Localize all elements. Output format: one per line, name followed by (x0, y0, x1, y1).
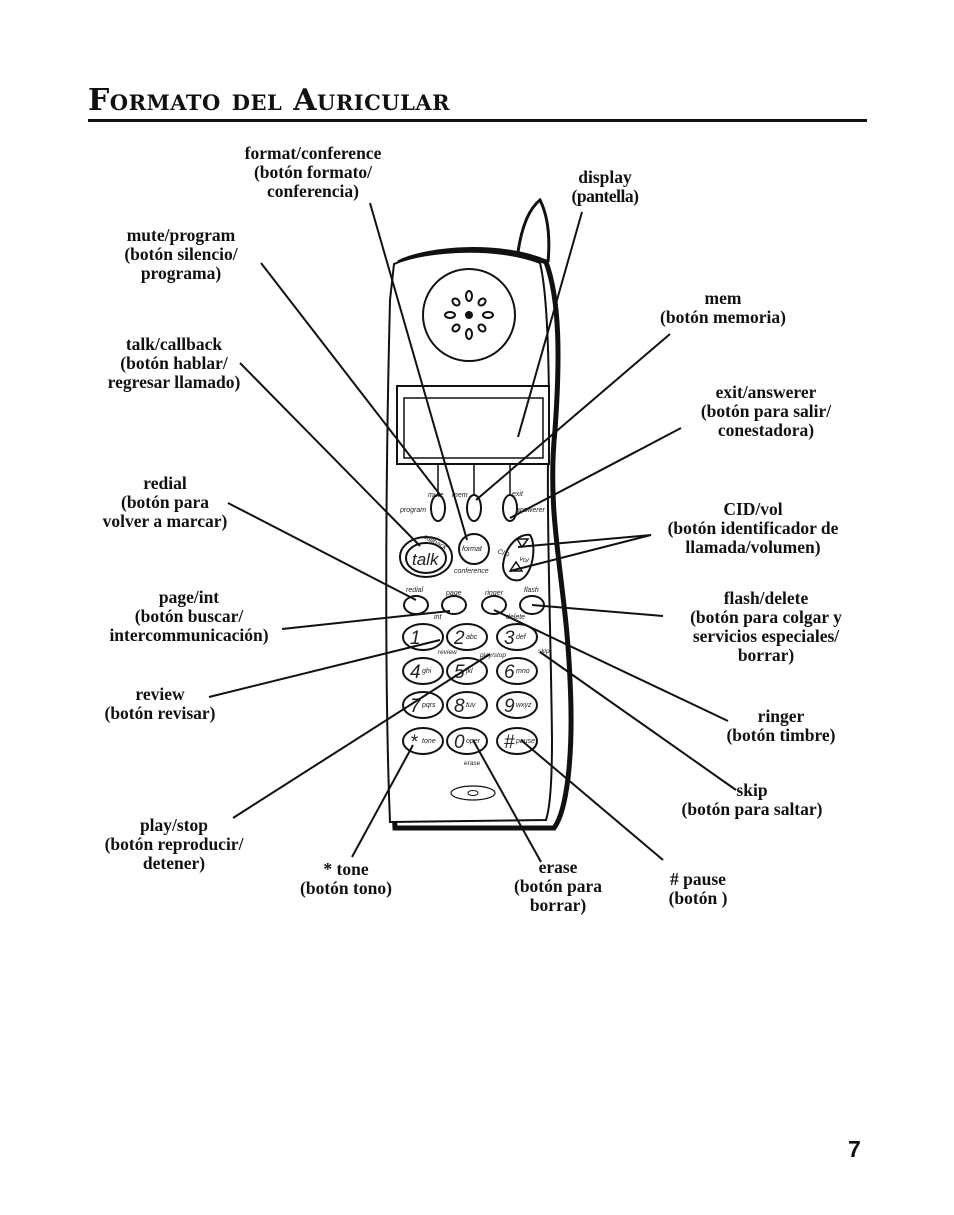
key-letters: jkl (465, 668, 473, 675)
skip-callout: skip(botón para saltar) (681, 780, 823, 819)
delete-label: delete (506, 614, 525, 621)
key-letters: def (516, 634, 527, 641)
skip-label: skip (538, 648, 550, 655)
ringer-key (481, 595, 507, 615)
mute-program-key (430, 494, 446, 522)
key-digit: 9 (504, 696, 515, 717)
mute-program-callout: mute/program(botón silencio/programa) (124, 225, 238, 283)
key-digit: 8 (454, 696, 465, 717)
antenna (516, 197, 551, 263)
key-digit: # (504, 732, 515, 753)
format-conference-callout: format/conference(botón formato/conferen… (244, 143, 382, 201)
key-digit: 4 (410, 662, 421, 683)
key-digit: 0 (454, 732, 465, 753)
key-digit: * (410, 732, 418, 753)
display-callout: display(pantella) (571, 167, 639, 206)
answerer-label: answerer (516, 507, 545, 514)
page-int-callout: page/int(botón buscar/intercommunicación… (109, 587, 269, 645)
vol-label: vol (518, 555, 529, 565)
key-digit: 7 (410, 696, 422, 717)
display-screen (403, 397, 544, 459)
page-number: 7 (848, 1136, 861, 1162)
review-callout: review(botón revisar) (104, 684, 216, 723)
erase-label: erase (464, 760, 481, 767)
talk-callback-callout: talk/callback(botón hablar/regresar llam… (107, 334, 241, 392)
mem-callout: mem(botón memoria) (660, 288, 786, 327)
int-label: int (434, 614, 442, 621)
key-digit: 3 (504, 628, 515, 649)
key-letters: ghi (422, 668, 432, 675)
ringer-callout: ringer(botón timbre) (726, 706, 836, 745)
key-letters: tuv (466, 702, 476, 709)
talk-key (405, 542, 447, 574)
program-label: program (399, 507, 426, 514)
mem-label: mem (452, 492, 468, 499)
play-stop-label: play/stop (479, 652, 506, 659)
format-key (458, 533, 490, 565)
conference-label: conference (454, 568, 489, 575)
review-label: review (438, 649, 458, 656)
key-digit: 1 (410, 628, 421, 649)
exit-answerer-key (502, 494, 518, 522)
key-letters: tone (422, 738, 436, 745)
key-letters: pause (515, 738, 535, 745)
exit-label: exit (512, 491, 524, 498)
page-int-key (441, 595, 467, 615)
exit-answerer-callout: exit/answerer(botón para salir/conestado… (700, 382, 832, 440)
page-title: Formato del Auricular (88, 83, 451, 118)
key-1[interactable]: 1 (402, 623, 444, 651)
mute-label: mute (428, 492, 444, 499)
page-label: page (445, 590, 462, 597)
leader-lines (208, 202, 737, 863)
title-rule (88, 119, 867, 122)
play-stop-callout: play/stop(botón reproducir/detener) (104, 815, 244, 873)
cid-label: CID (496, 548, 510, 559)
redial-label: redial (406, 587, 424, 594)
talk-key-label: talk (412, 550, 440, 569)
flash-label: flash (524, 587, 539, 594)
redial-key (403, 595, 429, 615)
ringer-label: ringer (485, 590, 504, 597)
key-pound[interactable]: #pause (496, 727, 538, 755)
key-letters: wxyz (516, 702, 532, 709)
format-label: format (462, 546, 483, 553)
mem-key (466, 494, 482, 522)
tone-callout: * tone(botón tono) (300, 859, 392, 898)
key-star[interactable]: * tone (402, 727, 444, 755)
key-letters: mno (516, 668, 530, 675)
key-letters: abc (466, 634, 478, 641)
key-letters: pqrs (421, 702, 436, 709)
key-digit: 6 (504, 662, 515, 683)
key-digit: 2 (453, 628, 465, 649)
bottom-indicator (450, 785, 496, 801)
pause-callout: # pause(botón ) (668, 869, 728, 908)
